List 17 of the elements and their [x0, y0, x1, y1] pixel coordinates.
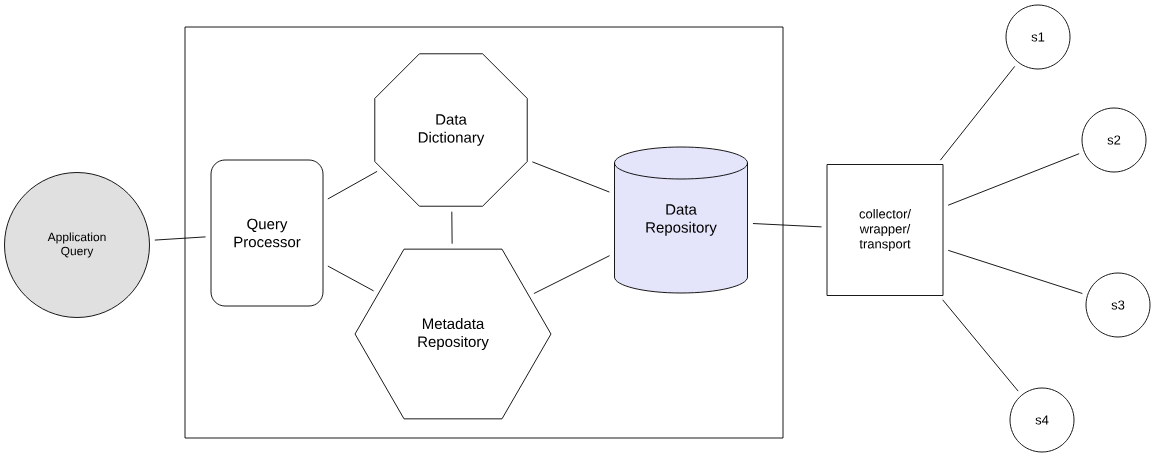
connector — [752, 223, 823, 228]
process-box: Query Processor — [210, 159, 324, 307]
connector — [947, 153, 1080, 206]
octagon-node: Data Dictionary — [374, 53, 528, 207]
database-cylinder: Data Repository — [614, 146, 748, 294]
process-box: collector/ wrapper/ transport — [826, 164, 944, 296]
connector — [947, 249, 1083, 294]
connector — [531, 161, 610, 193]
connector — [533, 255, 611, 294]
connector — [939, 65, 1016, 161]
connector — [942, 299, 1019, 392]
connector — [451, 211, 453, 245]
connector — [327, 170, 378, 200]
connector — [154, 236, 206, 241]
system-frame — [184, 26, 784, 439]
connector — [327, 265, 375, 292]
hexagon-node: Metadata Repository — [354, 248, 552, 420]
